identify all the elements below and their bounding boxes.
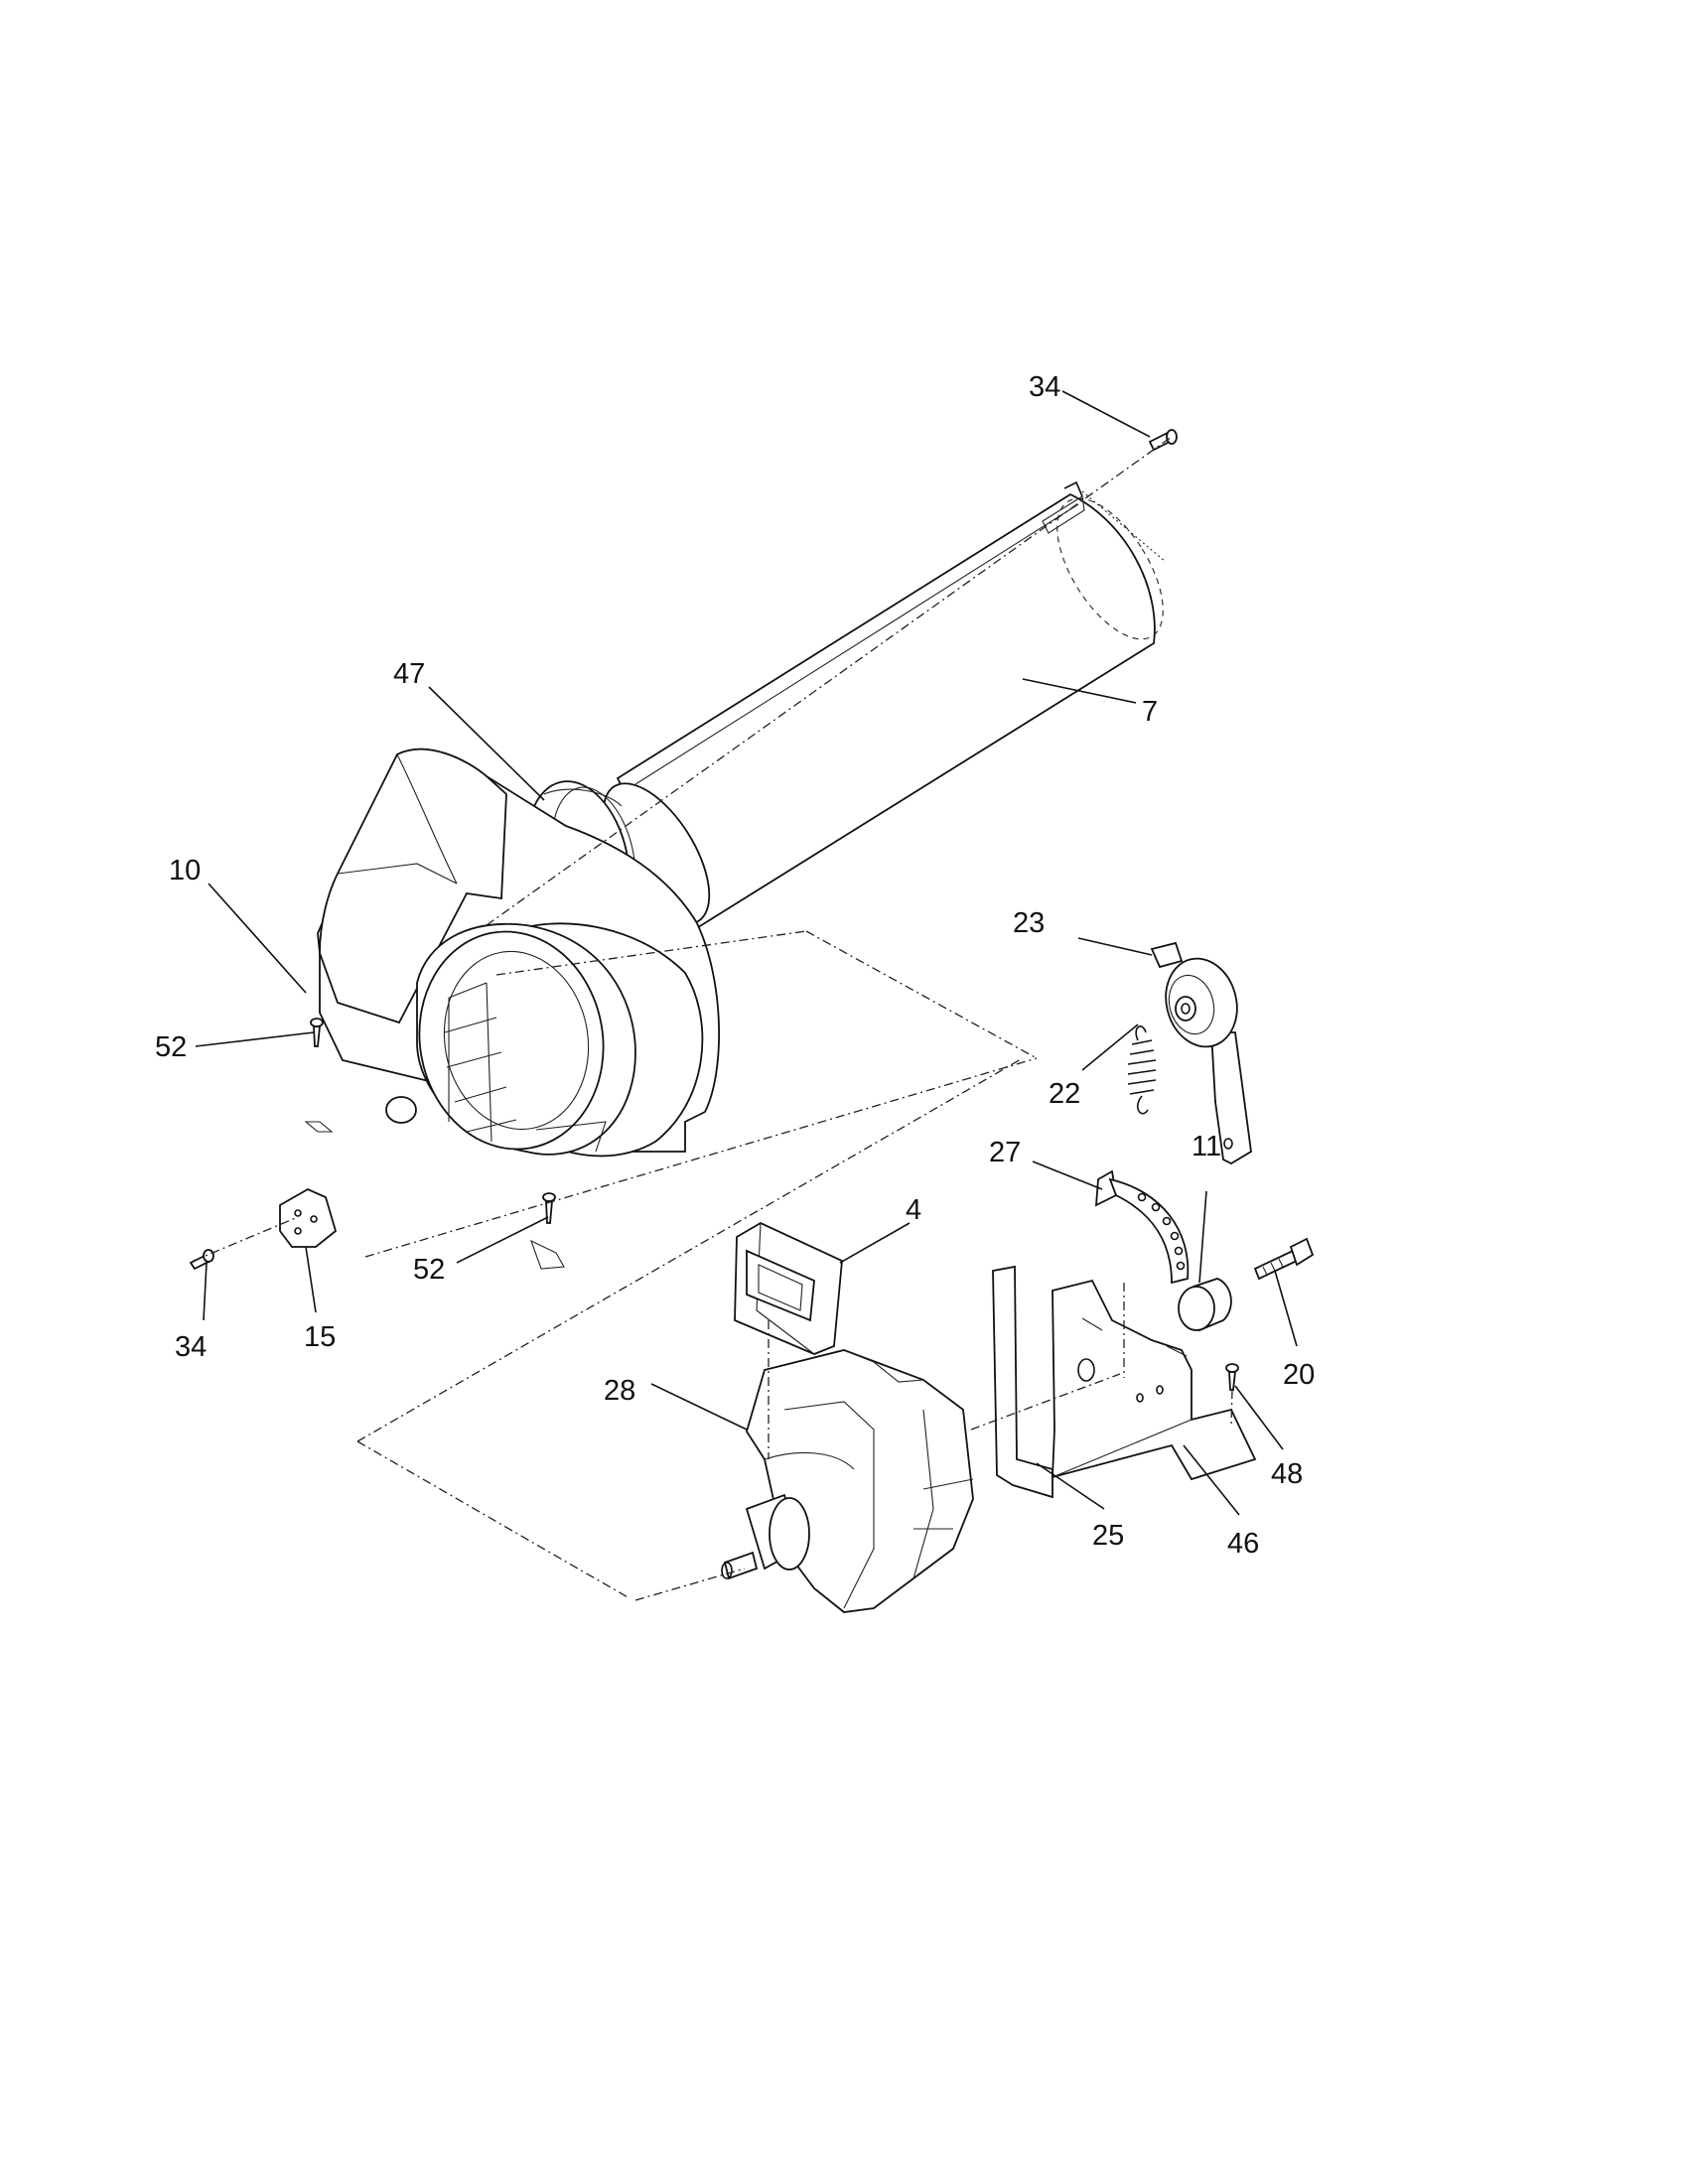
part-20-bolt [1253, 1237, 1315, 1281]
part-15-switch [279, 1187, 338, 1248]
part-46-mount-bracket [1052, 1279, 1257, 1481]
part-22-spring [1127, 1025, 1157, 1115]
part-10-blower-housing [304, 748, 721, 1270]
label-28: 28 [604, 1375, 635, 1407]
label-4: 4 [906, 1194, 921, 1226]
part-52-bottom-screw [542, 1192, 556, 1224]
part-52-left-screw [310, 1018, 324, 1047]
part-23-idler-pulley [1150, 941, 1252, 1165]
part-7-exhaust-duct [602, 480, 1167, 931]
label-10: 10 [169, 855, 201, 887]
label-22: 22 [1049, 1078, 1080, 1110]
label-15: 15 [304, 1321, 336, 1353]
part-11-roller [1178, 1278, 1232, 1332]
label-27: 27 [989, 1137, 1021, 1168]
label-34-top: 34 [1029, 371, 1060, 403]
leader-lines [195, 390, 1298, 1516]
label-7: 7 [1142, 696, 1158, 728]
label-48: 48 [1271, 1458, 1303, 1490]
label-47: 47 [393, 658, 425, 690]
label-20: 20 [1283, 1359, 1315, 1391]
part-48-screw [1225, 1363, 1239, 1391]
part-34-top-screw [1148, 429, 1178, 452]
label-52-bottom: 52 [413, 1254, 445, 1286]
part-4-motor-pad [734, 1221, 843, 1355]
label-23: 23 [1013, 907, 1045, 939]
label-52-left: 52 [155, 1031, 187, 1063]
label-25: 25 [1092, 1520, 1124, 1552]
assembly-alignment-lines [193, 436, 1233, 1601]
label-34-bottom: 34 [175, 1331, 207, 1363]
part-number-labels: 34 47 7 10 23 52 22 27 11 4 52 34 15 20 … [155, 371, 1315, 1560]
part-34-bottom-screw [189, 1249, 214, 1271]
label-11: 11 [1192, 1131, 1221, 1162]
label-46: 46 [1227, 1528, 1259, 1560]
part-28-motor [721, 1349, 974, 1613]
part-25-channel [992, 1265, 1053, 1499]
part-27-belt-clip [1094, 1169, 1190, 1285]
